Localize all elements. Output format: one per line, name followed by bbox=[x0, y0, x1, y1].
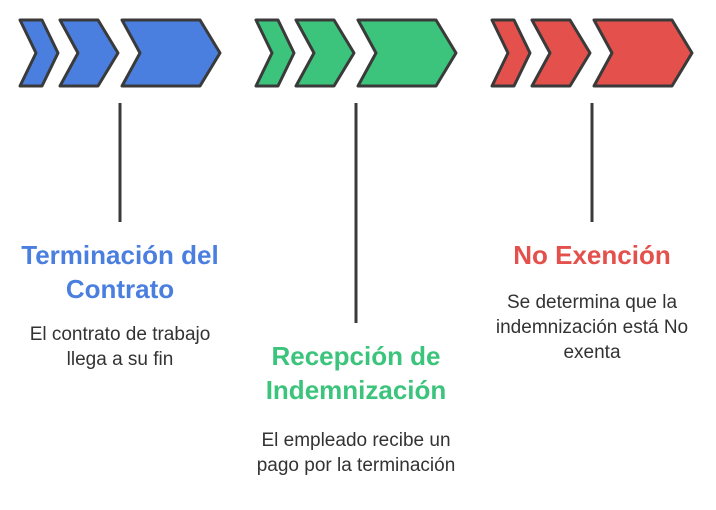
stage-1-title: Terminación del Contrato bbox=[21, 240, 219, 304]
stage-2-chevron-large bbox=[356, 18, 458, 88]
stage-2-chevron-small bbox=[254, 18, 296, 88]
stage-3-chevron-large bbox=[592, 18, 694, 88]
stage-3-chevron-small bbox=[490, 18, 532, 88]
stage-2-chevrons bbox=[254, 18, 458, 88]
stage-2-title: Recepción de Indemnización bbox=[265, 341, 447, 405]
stage-2-description: El empleado recibe un pago por la termin… bbox=[256, 430, 456, 476]
stage-3-chevron-medium bbox=[530, 18, 592, 88]
stage-2: Recepción de Indemnización El empleado r… bbox=[246, 339, 466, 509]
stage-3-title: No Exención bbox=[513, 240, 671, 270]
stage-3-chevrons bbox=[490, 18, 694, 88]
stage-1-chevrons bbox=[18, 18, 222, 88]
stage-1-description: El contrato de trabajo llega a su fin bbox=[29, 324, 211, 370]
stage-1: Terminación del Contrato El contrato de … bbox=[20, 238, 220, 388]
stage-1-chevron-large bbox=[120, 18, 222, 88]
stage-1-chevron-small bbox=[18, 18, 60, 88]
stage-1-chevron-medium bbox=[58, 18, 120, 88]
stage-3: No Exención Se determina que la indemniz… bbox=[482, 238, 702, 388]
stage-3-description: Se determina que la indemnización está N… bbox=[495, 292, 689, 363]
stage-2-chevron-medium bbox=[294, 18, 356, 88]
